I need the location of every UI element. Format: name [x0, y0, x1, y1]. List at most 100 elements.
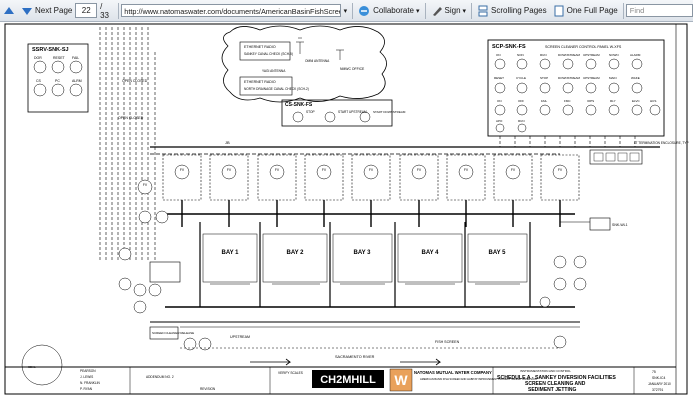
scp-row1-label: RUN [540, 53, 547, 57]
screen-cleaner-label: SCREEN CLEANER RELEASE [152, 331, 194, 335]
scp-row1-label: NON [517, 53, 524, 57]
fv-label: FV [417, 168, 422, 172]
fv-label: FV [558, 168, 563, 172]
fv-label: FV [227, 168, 232, 172]
sign-button[interactable]: Sign ▾ [428, 2, 470, 20]
fv-label: FV [511, 168, 516, 172]
ethernet-radio-label: ETHERNET RADIO [244, 45, 276, 49]
scp-subtitle: SCREEN CLEANER CONTROL PANEL W-XFS [545, 45, 622, 49]
collaborate-label: Collaborate [373, 6, 414, 15]
engineer-seal: SEAL [28, 365, 36, 369]
left-row1-label: FAIL [72, 56, 79, 60]
left-instruments: SCREEN CLEANER RELEASE [118, 210, 212, 351]
fv-label: FV [369, 168, 374, 172]
scp-row3-label: HCS [650, 99, 656, 103]
open-closed-label: OPEN CLOSED [118, 116, 144, 120]
ch2mhill-logo [312, 370, 384, 388]
omni-antenna-label: OMNI ANTENNA [305, 59, 330, 63]
discipline-label: INSTRUMENTATION AND CONTROL [520, 369, 571, 373]
firm-name: CH2MHILL [320, 374, 376, 386]
termination-label: LT TERMINATION ENCLOSURE, TYP [634, 141, 689, 145]
scp-row1-label: UPSTREAM [583, 53, 600, 57]
url-dropdown-icon[interactable]: ▾ [343, 7, 348, 15]
toolbar-separator [471, 2, 473, 19]
left-row1-label: DOR [34, 56, 42, 60]
scp-row3-label: IOPS [587, 99, 594, 103]
scp-row2-label: STOP [540, 76, 548, 80]
junction-bus: JB [150, 140, 660, 155]
screen-cleaner-control-panel: SCP-SNK-FS SCREEN CLEANER CONTROL PANEL … [487, 39, 665, 137]
designer-name: J. LEWIS [80, 375, 93, 379]
pdf-toolbar: Next Page 22 / 33 http://www.natomaswate… [0, 0, 693, 22]
scp-row1-label: ON [496, 53, 501, 57]
sign-label: Sign [444, 6, 461, 15]
bay-label: BAY 2 [286, 250, 304, 256]
left-signal-lines [99, 27, 156, 262]
termination-enclosure: LT TERMINATION ENCLOSURE, TYP [589, 141, 689, 165]
toolbar-separator [118, 2, 120, 19]
scp-row2-label: DOWNSTREAM [558, 76, 581, 80]
arrow-down-icon [22, 7, 32, 15]
designer-name: P. RYAN [80, 387, 93, 391]
cs-panel-title: CS-SNK-FS [285, 102, 313, 108]
gate-label: SNK-WL1 [612, 223, 628, 227]
scp-row3-label: RLY [610, 99, 616, 103]
valve-blocks: FV FV FV FV FV FV FV FV FV FV [137, 154, 580, 201]
bay-label: BAY 3 [353, 250, 371, 256]
next-page-button[interactable]: Next Page [18, 2, 75, 20]
find-input[interactable]: Find [625, 4, 693, 17]
fv-label: FV [322, 168, 327, 172]
toolbar-separator [352, 2, 354, 19]
cs-start-upstream-label: START UPSTREAM [338, 110, 367, 114]
cs-control-station: CS-SNK-FS STOP START UPSTREAM START DOWN… [281, 99, 406, 127]
left-row2-label: PC [55, 79, 60, 83]
scp-row2-label: CYCLE [516, 76, 526, 80]
scp-row2-label: MAIN [609, 76, 617, 80]
chevron-down-icon: ▾ [416, 7, 420, 15]
scp-row3-label: FMC [564, 99, 571, 103]
scrolling-pages-button[interactable]: Scrolling Pages [474, 2, 550, 20]
verify-scales-label: VERIFY SCALES [278, 371, 303, 375]
scp-row2-label: WAKE [631, 76, 640, 80]
fv-label: FV [143, 183, 148, 187]
yagi-antenna-label: YAGI ANTENNA [262, 69, 286, 73]
scrolling-pages-label: Scrolling Pages [491, 6, 547, 15]
canal-check-label: NORTH DRAINAGE CANAL CHECK (SCH-2) [244, 87, 309, 91]
fish-screen-label: FISH SCREEN [435, 340, 460, 344]
project-number: 372791 [652, 388, 663, 392]
client-subtitle: AMERICAN BASIN FISH SCREEN AND HABITAT I… [420, 377, 537, 381]
designer-name: N. FRANKLIN [80, 381, 101, 385]
scp-row3-label: ELVC [632, 99, 640, 103]
scp-row3-label: FAIL [541, 99, 548, 103]
cs-start-downstream-label: START DOWNSTREAM [373, 110, 406, 114]
collaborate-button[interactable]: Collaborate ▾ [355, 2, 422, 20]
communication-cloud: ETHERNET RADIO SANKEY CANAL CHECK (SCH-5… [221, 25, 387, 103]
scp-row1-label: ALARM [630, 53, 641, 57]
pdf-document-area[interactable]: SSRV-SNK-SJ DOR RESET FAIL CS PC ALRM OP… [0, 22, 693, 396]
revision-label: REVISION [200, 387, 216, 391]
left-panel-title: SSRV-SNK-SJ [32, 47, 69, 53]
scp-row1-label: DOWNSTREAM [558, 53, 581, 57]
dwg-number: SNK-IC4 [652, 376, 665, 380]
schedule-subtitle: SCREEN CLEANING AND [525, 381, 586, 387]
canal-check-label: SANKEY CANAL CHECK (SCH-5) [244, 52, 293, 56]
one-full-page-button[interactable]: One Full Page [550, 2, 621, 20]
schedule-title: SCHEDULE A - SANKEY DIVERSION FACILITIES [497, 375, 616, 381]
collaborate-icon [359, 5, 370, 16]
url-field[interactable]: http://www.natomaswater.com/documents/Am… [121, 4, 341, 17]
left-row2-label: ALRM [72, 79, 82, 83]
open-closed-label: OPEN CLOSED [122, 79, 148, 83]
addendum-label: ADDENDUM NO. 2 [146, 375, 174, 379]
page-number-input[interactable]: 22 [75, 3, 98, 18]
schedule-subtitle: SEDIMENT JETTING [528, 387, 576, 393]
sheet-number: 75 [652, 370, 656, 374]
page-count: / 33 [100, 1, 110, 20]
scp-row4-label: APO [496, 119, 503, 123]
chevron-down-icon: ▾ [462, 7, 467, 15]
fv-label: FV [180, 168, 185, 172]
upstream-label: UPSTREAM [230, 335, 250, 339]
scp-row2-label: UPSTREAM [583, 76, 600, 80]
river-label: SACRAMENTO RIVER [335, 355, 375, 359]
toolbar-separator [622, 2, 624, 19]
prev-page-button[interactable] [0, 2, 18, 20]
